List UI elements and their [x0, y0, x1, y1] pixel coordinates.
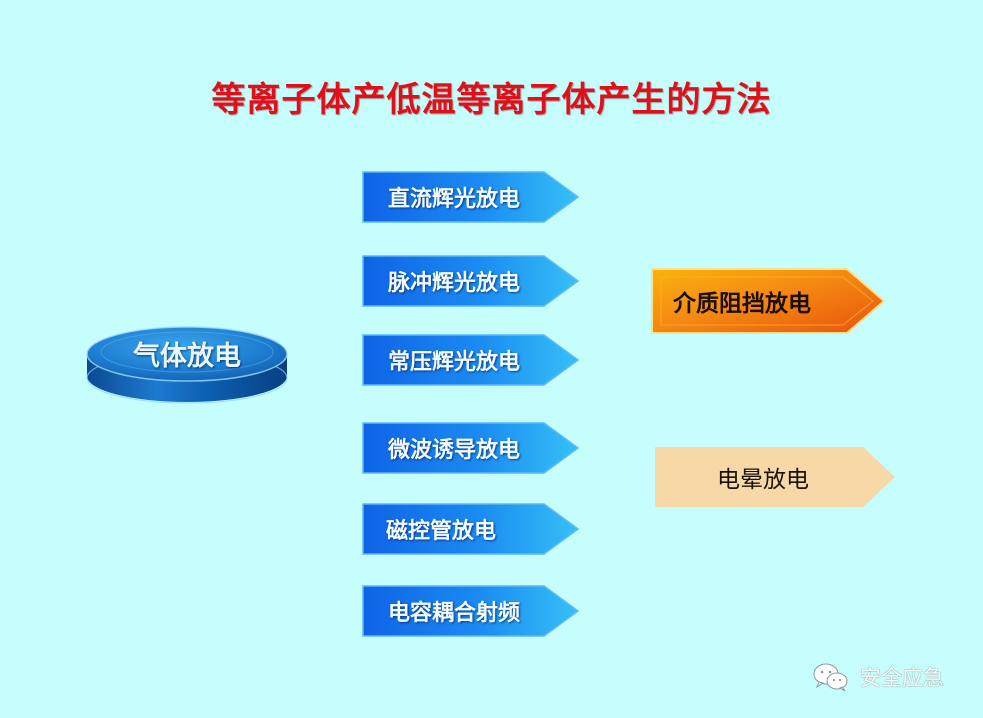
- root-node-label: 气体放电: [133, 341, 241, 372]
- disc-shape: [86, 326, 288, 404]
- method-arrow-magnetron: 磁控管放电: [362, 502, 580, 556]
- method-label: 电晕放电: [717, 467, 809, 493]
- method-label: 磁控管放电: [386, 518, 497, 544]
- arrow-shape: [655, 447, 895, 507]
- page-title: 等离子体产低温等离子体产生的方法: [211, 80, 772, 120]
- method-label: 介质阻挡放电: [673, 290, 811, 317]
- method-arrow-dc-glow: 直流辉光放电: [362, 170, 580, 224]
- method-label: 微波诱导放电: [388, 437, 521, 463]
- arrow-shape: [362, 171, 580, 223]
- method-label: 电容耦合射频: [388, 600, 521, 626]
- watermark: 安全应急: [812, 660, 944, 694]
- method-arrow-microwave: 微波诱导放电: [362, 421, 580, 475]
- method-arrow-corona: 电晕放电: [655, 447, 897, 507]
- root-node-gas-discharge: 气体放电: [85, 326, 289, 404]
- method-arrow-dielectric-barrier: 介质阻挡放电: [651, 267, 887, 335]
- watermark-text: 安全应急: [860, 666, 944, 690]
- method-arrow-pulse-glow: 脉冲辉光放电: [362, 254, 580, 308]
- method-arrow-atmospheric-glow: 常压辉光放电: [362, 333, 580, 387]
- arrow-shape: [362, 503, 580, 555]
- method-label: 脉冲辉光放电: [388, 270, 521, 296]
- arrow-shape: [651, 268, 886, 334]
- arrow-shape: [362, 585, 580, 637]
- method-label: 直流辉光放电: [388, 186, 521, 212]
- arrow-shape: [362, 422, 580, 474]
- wechat-icon: [813, 663, 848, 692]
- method-label: 常压辉光放电: [388, 349, 521, 375]
- arrow-shape: [362, 255, 580, 307]
- method-arrow-capacitive-rf: 电容耦合射频: [362, 584, 580, 638]
- arrow-shape: [362, 334, 580, 386]
